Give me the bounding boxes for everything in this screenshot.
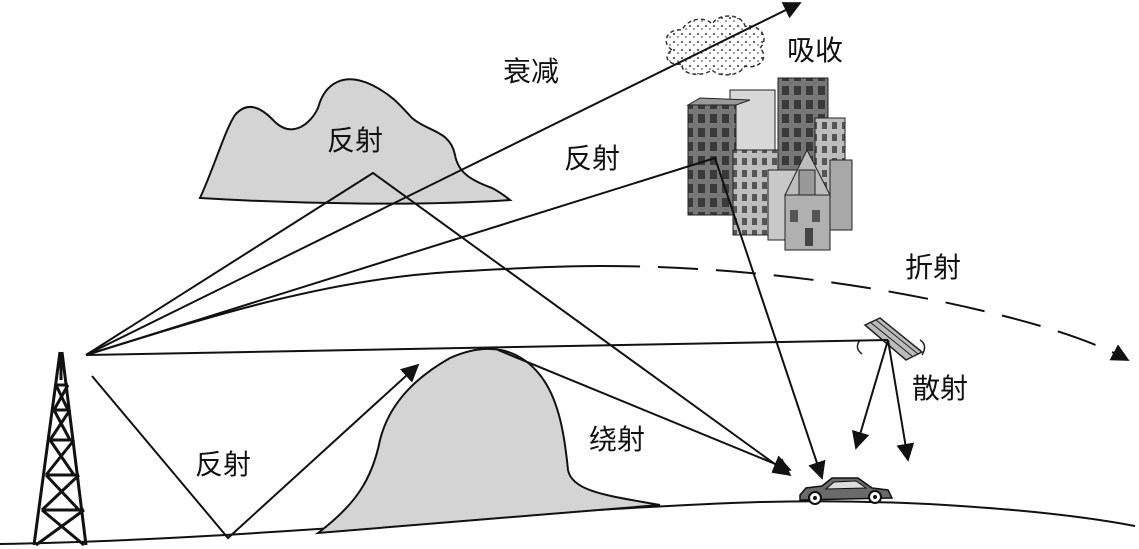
label-absorption: 吸收 [787,34,844,67]
cloud-reflection-path [85,171,792,477]
label-reflection-cloud: 反射 [327,124,384,157]
transmitter-tower-icon [32,351,88,547]
reflecting-cloud [198,78,513,205]
label-attenuation: 衰减 [503,55,560,88]
ground-line [0,500,1136,545]
scatter-ray-2 [887,339,915,462]
label-scattering: 散射 [912,372,969,405]
scattering-object-icon [856,317,926,361]
hill-obstacle [314,347,661,535]
building-reflection-path [85,156,826,480]
label-reflection-building: 反射 [564,142,621,175]
label-reflection-ground: 反射 [195,448,252,481]
ground-reflection-path [91,363,420,540]
refraction-path-solid [85,265,601,356]
car-icon [799,477,894,505]
attenuation-path [85,2,802,356]
diffraction-path [497,349,792,473]
scatter-ray-1 [851,339,889,450]
refraction-path-dashed [599,265,1130,361]
label-diffraction: 绕射 [589,423,646,456]
city-buildings-icon [686,77,853,251]
label-refraction: 折射 [905,251,962,284]
propagation-paths [85,2,1130,540]
scatter-incident-path [85,339,889,356]
